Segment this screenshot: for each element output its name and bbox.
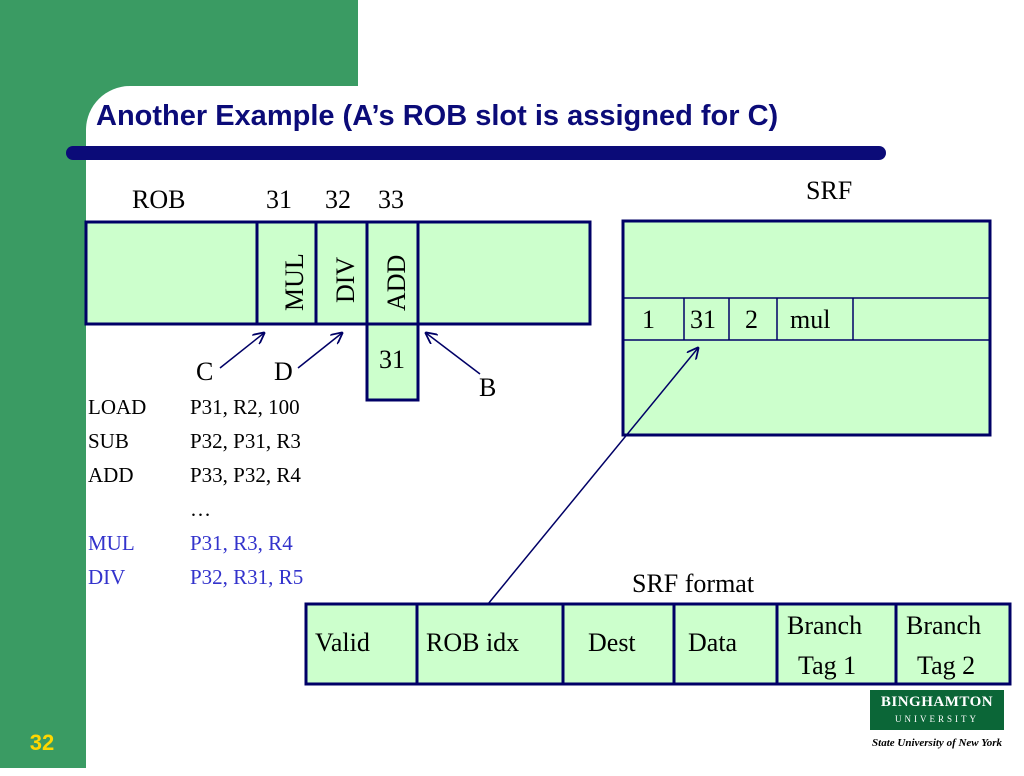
code-op: LOAD (88, 395, 146, 419)
srf-label: SRF (806, 176, 852, 205)
srf-format-field-branch-1: Branch (787, 611, 862, 640)
rob-slot-add: ADD (382, 255, 411, 311)
code-op: SUB (88, 429, 129, 453)
code-op-highlight: DIV (88, 565, 125, 589)
code-args: P33, P32, R4 (190, 463, 301, 487)
logo-subtitle: State University of New York (872, 737, 1002, 749)
arrow-format-to-srf (487, 348, 698, 605)
arrow-b (426, 333, 481, 375)
label-c: C (196, 357, 213, 386)
code-args-highlight: P31, R3, R4 (190, 531, 293, 555)
rob-label: ROB (132, 185, 185, 214)
rob-index-31: 31 (266, 185, 292, 214)
logo-university: UNIVERSITY (895, 714, 979, 724)
code-args: P32, P31, R3 (190, 429, 301, 453)
rob-index-33: 33 (378, 185, 404, 214)
label-d: D (274, 357, 293, 386)
srf-format-label: SRF format (632, 569, 755, 598)
arrow-d (297, 333, 342, 369)
code-args-highlight: P32, R31, R5 (190, 565, 303, 589)
rob-slot-div: DIV (331, 257, 360, 303)
arrow-c (219, 333, 264, 369)
srf-format-field-rob-idx: ROB idx (426, 628, 519, 657)
srf-entry-valid: 1 (642, 305, 655, 334)
title-underline (66, 146, 886, 160)
rob-index-32: 32 (325, 185, 351, 214)
university-logo (870, 690, 1004, 730)
label-b: B (479, 373, 496, 402)
code-op-highlight: MUL (88, 531, 135, 555)
srf-format-field-tag-1: Tag 1 (798, 651, 856, 680)
rob-slot-mul: MUL (280, 253, 309, 311)
rob-buffer (84, 220, 592, 326)
logo-wordmark: BINGHAMTON (880, 694, 994, 710)
srf-format-field-tag-2: Tag 2 (917, 651, 975, 680)
slide-title: Another Example (A’s ROB slot is assigne… (96, 100, 779, 132)
srf-format-field-branch-2: Branch (906, 611, 981, 640)
rob-pointer-cell (365, 322, 420, 402)
srf-format-field-dest: Dest (588, 628, 636, 657)
srf-entry-data: mul (790, 305, 830, 334)
code-op: ADD (88, 463, 134, 487)
srf-format-field-data: Data (688, 628, 738, 657)
srf-entry-dest: 2 (745, 305, 758, 334)
srf-format-table (304, 602, 1012, 686)
slide-number: 32 (29, 730, 55, 755)
code-args: … (190, 497, 211, 521)
code-args: P31, R2, 100 (190, 395, 300, 419)
code-listing: LOAD P31, R2, 100 SUB P32, P31, R3 ADD P… (88, 395, 303, 589)
srf-format-field-valid: Valid (315, 628, 370, 657)
srf-entry-rob-idx: 31 (690, 305, 716, 334)
rob-pointer-value: 31 (379, 345, 405, 374)
